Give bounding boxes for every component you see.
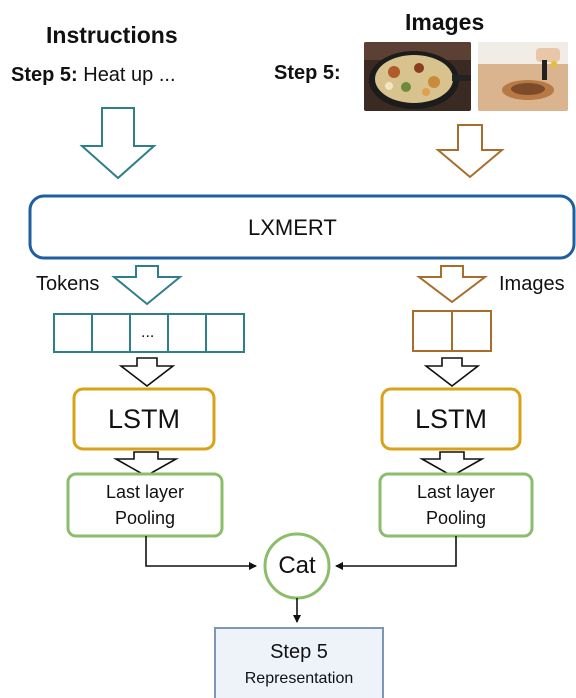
token-cells [53,313,245,353]
output-label: Step 5 Representation [215,632,383,696]
images-step-label: Step 5: [274,62,341,84]
images-lstm-to-pool-arrow [418,451,486,477]
output-line2: Representation [244,670,354,687]
instructions-step-text: Heat up ... [77,64,176,86]
pan-photo-art [364,42,471,111]
images-pooling-line2: Pooling [425,508,487,528]
tokens-output-arrow [111,265,183,306]
tokens-lstm-to-pool-arrow [112,451,180,477]
images-pooling-line1: Last layer [416,482,496,502]
lxmert-box [28,194,576,260]
instructions-header: Instructions [46,22,178,48]
images-to-lstm-arrow [423,357,481,388]
output-box [214,627,384,698]
images-pooling-label: Last layer Pooling [380,474,532,536]
output-line1: Step 5 [270,641,328,663]
tokens-lstm-box [72,387,216,451]
instructions-step: Step 5: Heat up ... [11,64,176,87]
tokens-pooling-line1: Last layer [105,482,185,502]
tokens-label: Tokens [36,273,100,295]
tokens-pooling-label: Last layer Pooling [68,474,222,536]
token-ellipsis: ... [141,324,155,341]
image-cell [451,310,492,352]
images-header: Images [405,9,485,35]
images-input-arrow [435,124,505,179]
tokens-pooling-line2: Pooling [114,508,176,528]
images-output-arrow [416,265,488,304]
serving-photo [478,42,568,111]
images-to-cat-line [335,536,457,570]
serving-photo-art [478,42,568,111]
image-cell [412,310,453,352]
tokens-pooling-box [66,472,224,538]
images-lstm-label: LSTM [414,403,487,434]
token-cell [205,313,245,353]
tokens-to-lstm-arrow [118,357,176,388]
token-cell [53,313,93,353]
images-lstm-box [380,387,522,451]
images-branch-label: Images [499,273,565,295]
image-cells [412,310,492,352]
tokens-to-cat-line [145,536,257,570]
token-cell [167,313,207,353]
instructions-input-arrow [79,107,157,180]
tokens-lstm-label: LSTM [107,403,180,434]
token-cell [91,313,131,353]
cat-label: Cat [278,552,316,579]
instructions-step-label: Step 5: [11,64,78,86]
cooking-pan-photo [364,42,471,111]
lxmert-label: LXMERT [248,215,337,240]
